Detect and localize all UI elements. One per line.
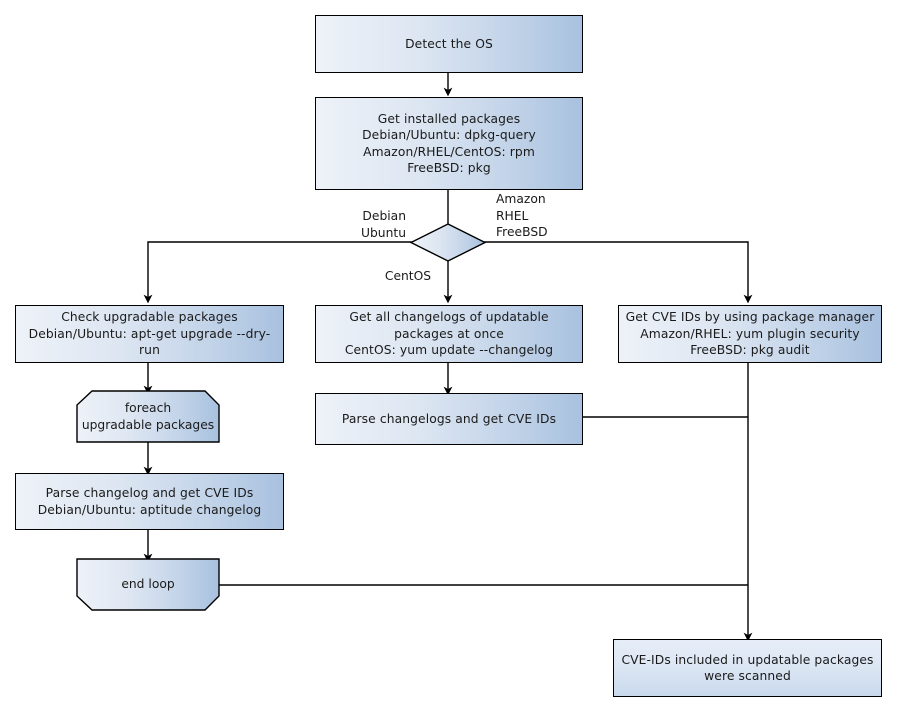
node-scan-complete-label: CVE-IDs included in updatable packages w… [621, 652, 874, 684]
node-get-installed-packages-label: Get installed packages Debian/Ubuntu: dp… [362, 111, 536, 176]
node-get-all-changelogs[interactable]: Get all changelogs of updatable packages… [315, 305, 583, 363]
node-check-upgradable-packages-label: Check upgradable packages Debian/Ubuntu:… [28, 310, 271, 358]
node-parse-changelog-label: Parse changelog and get CVE IDs Debian/U… [37, 486, 262, 517]
loop-end[interactable]: end loop [77, 559, 219, 610]
edge-label-centos: CentOS [384, 269, 432, 283]
edge-label-amazon-rhel-freebsd: Amazon RHEL FreeBSD [496, 192, 548, 239]
node-check-upgradable-packages[interactable]: Check upgradable packages Debian/Ubuntu:… [15, 305, 284, 363]
loop-end-label: end loop [121, 577, 175, 592]
loop-start-foreach[interactable]: foreach upgradable packages [77, 391, 219, 442]
edge-decision-right [484, 241, 753, 304]
edge-label-debian-ubuntu: Debian Ubuntu [360, 209, 406, 240]
node-parse-changelogs-label: Parse changelogs and get CVE IDs [341, 411, 557, 426]
node-parse-changelogs[interactable]: Parse changelogs and get CVE IDs [315, 393, 583, 445]
loop-start-foreach-label: foreach upgradable packages [81, 401, 215, 432]
node-parse-changelog[interactable]: Parse changelog and get CVE IDs Debian/U… [15, 473, 284, 530]
node-get-cve-package-manager-label: Get CVE IDs by using package manager Ama… [625, 310, 875, 358]
node-get-installed-packages[interactable]: Get installed packages Debian/Ubuntu: dp… [315, 97, 583, 190]
node-detect-os[interactable]: Detect the OS [315, 15, 583, 73]
decision-diamond [409, 223, 487, 262]
node-get-all-changelogs-label: Get all changelogs of updatable packages… [344, 310, 554, 358]
node-scan-complete[interactable]: CVE-IDs included in updatable packages w… [613, 639, 882, 697]
node-detect-os-label: Detect the OS [405, 36, 493, 51]
node-get-cve-package-manager[interactable]: Get CVE IDs by using package manager Ama… [618, 305, 882, 363]
